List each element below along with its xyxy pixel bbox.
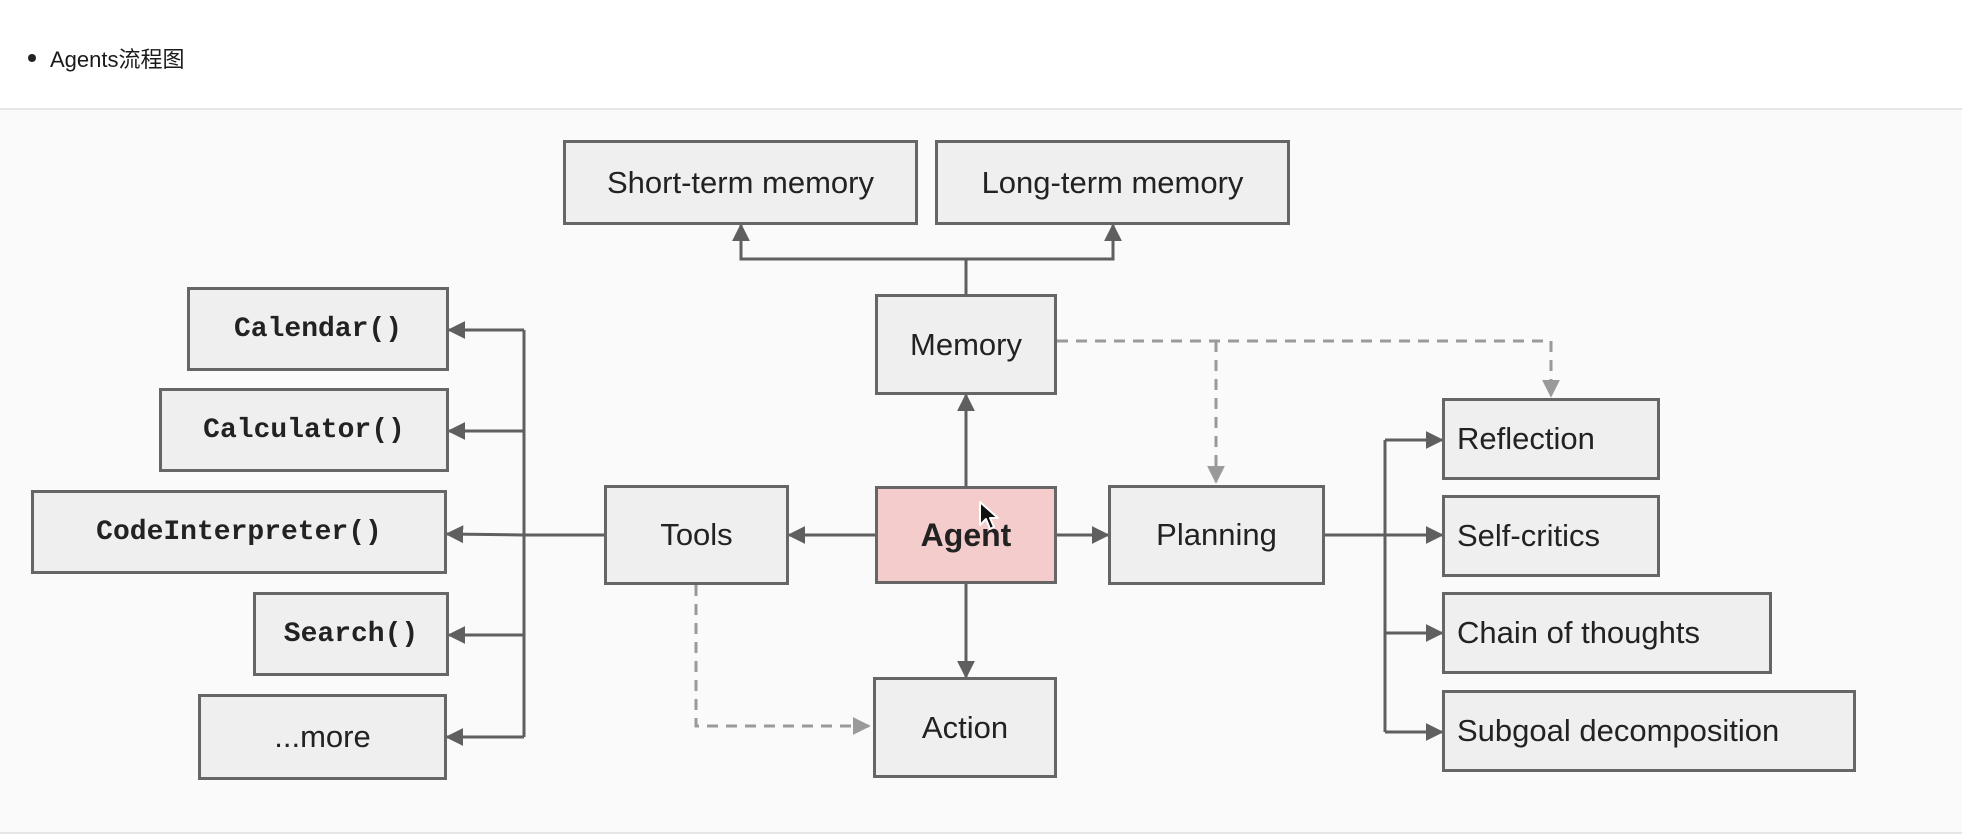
search-tool-box: Search() (253, 592, 449, 676)
chain-of-thoughts-box: Chain of thoughts (1442, 592, 1772, 674)
bullet-dot (28, 54, 36, 62)
short-term-memory-box: Short-term memory (563, 140, 918, 225)
subgoal-decomposition-box: Subgoal decomposition (1442, 690, 1856, 772)
heading-row: Agents流程图 (0, 0, 1962, 110)
arrow-memory-to-short-term (732, 223, 966, 261)
dashed-memory-to-reflection (1057, 339, 1560, 398)
more-tools-box: ...more (198, 694, 447, 780)
dashed-tools-to-action (694, 585, 871, 735)
planning-box: Planning (1108, 485, 1325, 585)
calendar-tool-box: Calendar() (187, 287, 449, 371)
calculator-tool-box: Calculator() (159, 388, 449, 472)
memory-box: Memory (875, 294, 1057, 395)
tools-box: Tools (604, 485, 789, 585)
self-critics-box: Self-critics (1442, 495, 1660, 577)
arrow-memory-to-long-term (966, 223, 1122, 261)
action-box: Action (873, 677, 1057, 778)
long-term-memory-box: Long-term memory (935, 140, 1290, 225)
mouse-pointer-icon (979, 501, 999, 530)
code-interpreter-tool-box: CodeInterpreter() (31, 490, 447, 574)
reflection-box: Reflection (1442, 398, 1660, 480)
bullet-heading: Agents流程图 (50, 47, 185, 72)
bottom-divider (0, 832, 1962, 834)
agent-box: Agent (875, 486, 1057, 584)
arrow-to-code-interpreter (445, 525, 525, 544)
